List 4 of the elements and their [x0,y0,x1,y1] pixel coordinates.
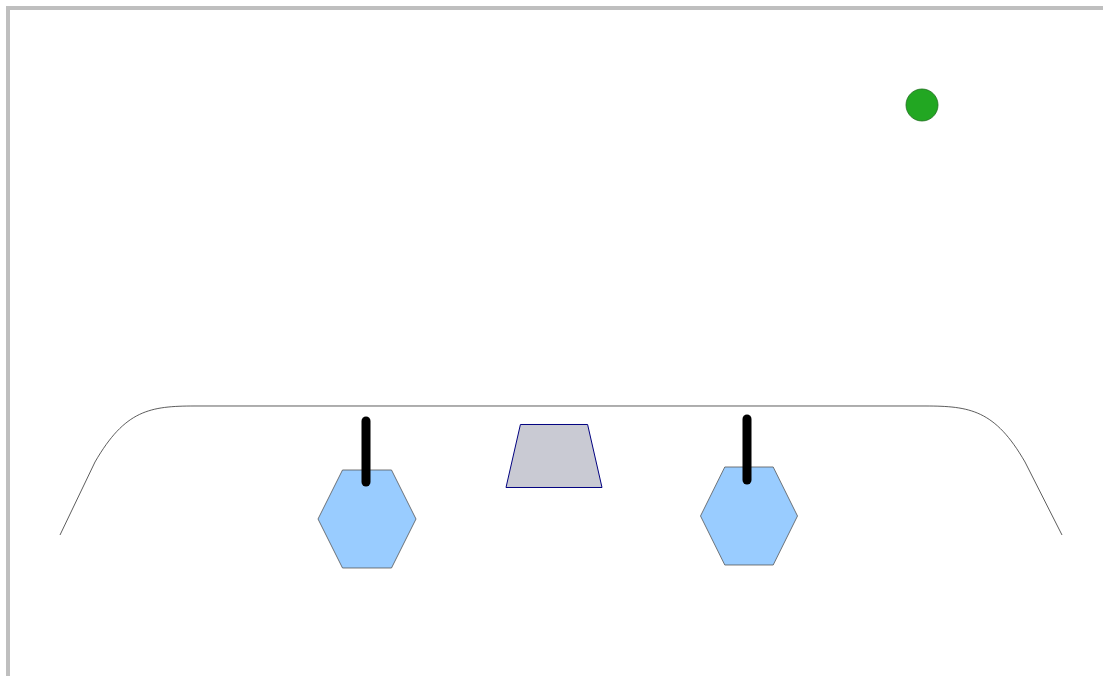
player-drawing [700,414,798,566]
goal-drawing [505,424,603,488]
player-drawing [317,416,417,569]
ball-drawing [905,88,939,122]
